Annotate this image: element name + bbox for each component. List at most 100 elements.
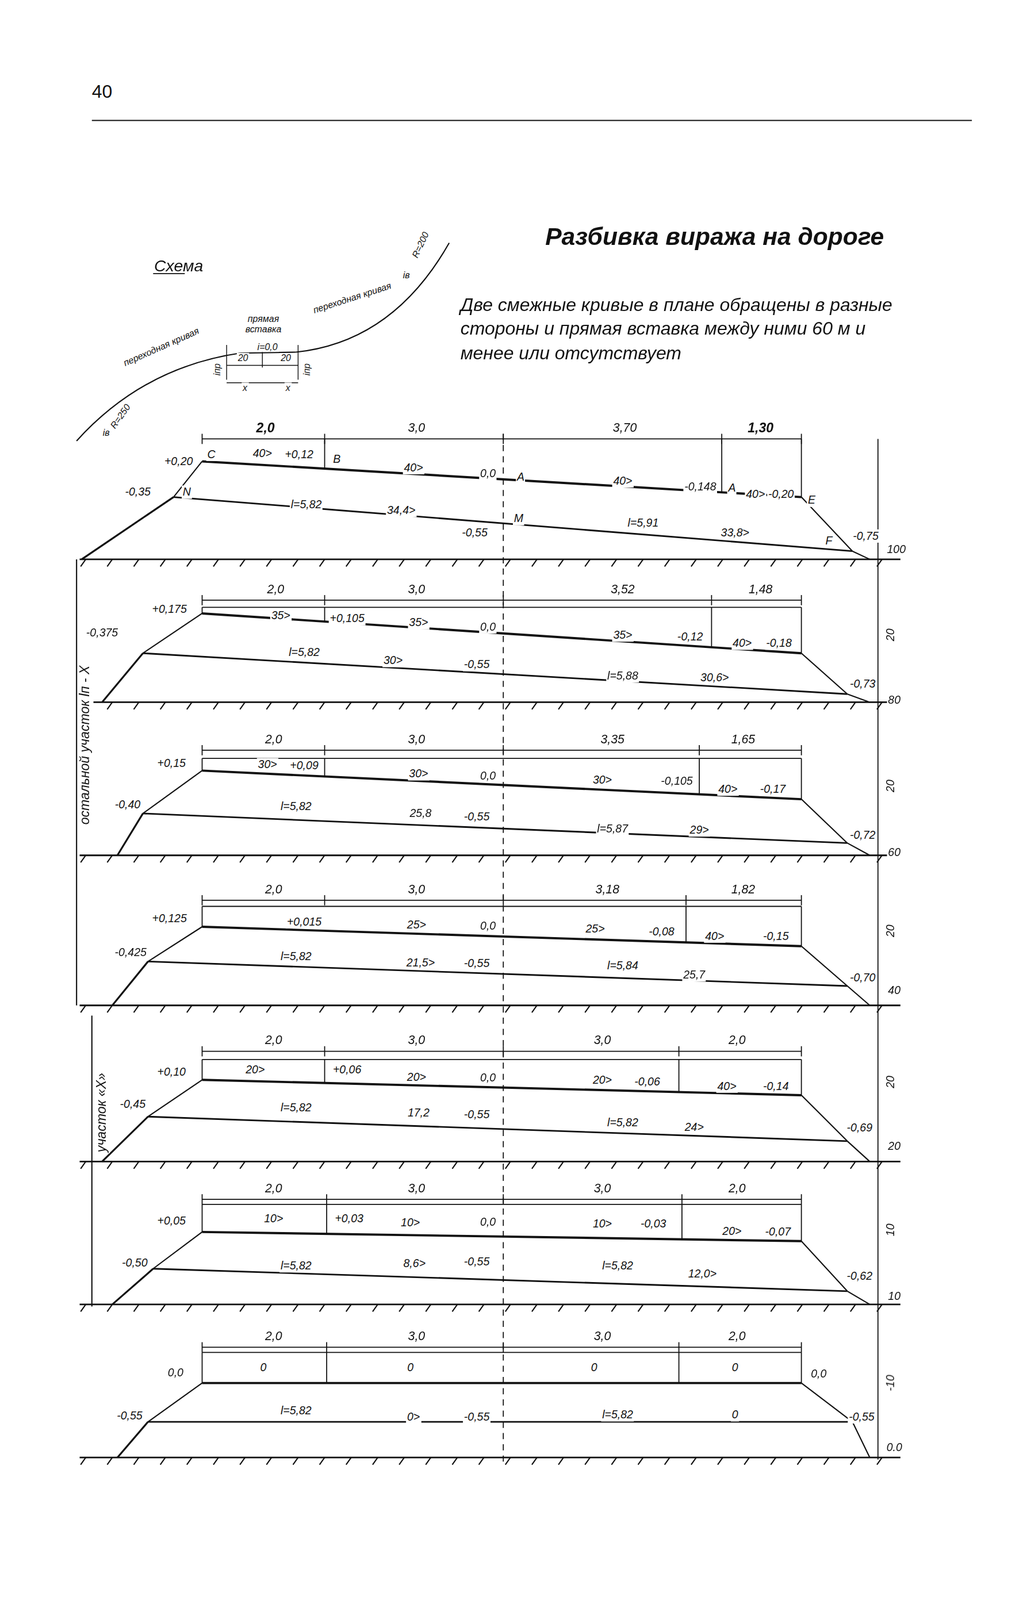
ground-hatch	[584, 1457, 590, 1465]
ground-hatch	[213, 1005, 219, 1013]
scheme-label: 20	[236, 353, 249, 364]
ground-hatch	[531, 855, 538, 863]
elevation-value: l=5,88	[606, 669, 639, 682]
elevation-value: 0,0	[478, 620, 497, 634]
elevation-value: 20>	[405, 1070, 428, 1084]
dimension-tick	[801, 595, 803, 606]
ground-hatch	[691, 1161, 697, 1169]
ground-line	[79, 1303, 900, 1306]
scheme-label: iв	[101, 427, 111, 439]
elevation-value: -0,55	[462, 810, 491, 823]
box-divider	[324, 758, 326, 777]
ground-hatch	[664, 702, 670, 710]
ground-hatch	[372, 1161, 378, 1169]
ground-hatch	[451, 1161, 458, 1169]
ground-hatch	[160, 1161, 166, 1169]
width-dimension: 1,48	[747, 583, 774, 597]
scheme-label: i=0,0	[256, 341, 279, 352]
curve-right	[296, 243, 450, 353]
ground-hatch	[133, 1161, 140, 1169]
ground-hatch	[293, 1304, 299, 1312]
box-divider	[678, 1352, 680, 1383]
scheme-label: прямая вставка	[239, 313, 287, 336]
ground-hatch	[133, 855, 140, 863]
elevation-value: l=5,82	[600, 1259, 634, 1272]
dimension-tick	[502, 895, 504, 906]
ground-hatch	[876, 559, 883, 567]
elevation-value: -10	[883, 1374, 897, 1393]
ground-hatch	[319, 1304, 325, 1312]
right-slope	[847, 1291, 871, 1305]
box-divider	[324, 607, 326, 622]
box-divider	[721, 438, 723, 493]
ground-hatch	[266, 559, 272, 567]
ground-hatch	[691, 702, 697, 710]
ground-hatch	[80, 1161, 86, 1169]
elevation-value: 40>	[744, 487, 766, 501]
dimension-tick	[201, 895, 203, 906]
elevation-value: 20	[883, 923, 897, 938]
ground-hatch	[797, 1304, 803, 1312]
ground-hatch	[744, 1005, 750, 1013]
ground-hatch	[213, 1304, 219, 1312]
base-line	[173, 497, 853, 552]
elevation-value: A	[515, 470, 526, 484]
elevation-value: l=5,84	[606, 959, 639, 972]
width-dimension: 3,0	[592, 1330, 612, 1344]
ground-hatch	[770, 855, 776, 863]
elevation-value: 25,8	[408, 807, 433, 820]
ground-hatch	[213, 855, 219, 863]
ground-hatch	[584, 559, 590, 567]
ground-hatch	[558, 1161, 564, 1169]
ground-hatch	[717, 1457, 723, 1465]
dimension-tick	[801, 1046, 803, 1057]
ground-hatch	[319, 1005, 325, 1013]
elevation-value: -0,70	[848, 971, 877, 985]
scheme-label: iпр	[301, 362, 313, 377]
ground-hatch	[451, 1005, 458, 1013]
elevation-value: -0,18	[765, 636, 793, 650]
ground-line	[79, 1457, 900, 1459]
section-label: участок «X»	[94, 1071, 110, 1154]
pavement-line	[202, 1079, 802, 1096]
ground-hatch	[876, 1304, 883, 1312]
elevation-value: l=5,82	[600, 1408, 634, 1421]
box-side	[801, 1059, 803, 1096]
pavement-line	[202, 1232, 802, 1242]
elevation-value: 34,4>	[385, 503, 417, 517]
width-dimension: 1,82	[730, 883, 757, 898]
ground-hatch	[478, 702, 485, 710]
elevation-value: -0,06	[633, 1075, 662, 1089]
elevation-value: -0,148	[683, 480, 718, 494]
ground-hatch	[239, 1161, 245, 1169]
ground-hatch	[266, 1457, 272, 1465]
base-line	[147, 1421, 853, 1424]
box-divider	[324, 1059, 326, 1084]
ground-hatch	[478, 559, 485, 567]
elevation-value: 30>	[408, 767, 430, 780]
box-top	[202, 906, 802, 908]
dimension-tick	[326, 1342, 328, 1354]
base-line	[143, 653, 848, 695]
elevation-value: 20	[887, 1139, 902, 1153]
elevation-value: -0,55	[462, 1410, 491, 1424]
elevation-value: 17,2	[406, 1106, 431, 1120]
ground-hatch	[106, 1005, 113, 1013]
ground-hatch	[319, 1457, 325, 1465]
elevation-value: 0,0	[809, 1367, 828, 1381]
ground-line	[79, 701, 900, 704]
ground-hatch	[744, 855, 750, 863]
dimension-tick	[201, 595, 203, 606]
ground-hatch	[372, 1457, 378, 1465]
ground-hatch	[797, 1457, 803, 1465]
elevation-value: 35>	[270, 608, 292, 622]
ground-hatch	[824, 855, 830, 863]
box-divider	[801, 438, 803, 497]
ground-hatch	[664, 1304, 670, 1312]
ground-hatch	[770, 1457, 776, 1465]
ground-hatch	[293, 1161, 299, 1169]
box-top	[202, 1351, 802, 1354]
ground-hatch	[797, 702, 803, 710]
ground-hatch	[638, 702, 644, 710]
ground-hatch	[399, 702, 405, 710]
